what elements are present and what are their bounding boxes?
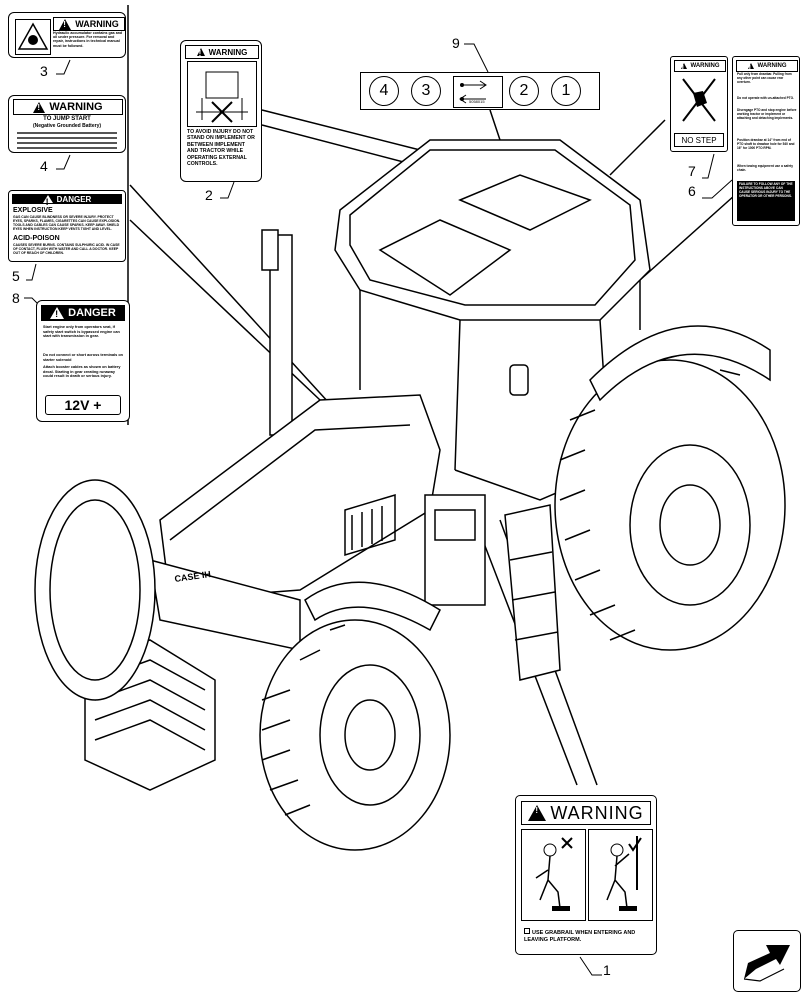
callout-2: 2 [205,187,213,203]
callout-6-leader [702,179,733,199]
decal-1-grabrail-warning: WARNING USE GRABRAIL WHEN ENTERING AND L… [515,795,657,955]
control-number-3: 3 [411,76,441,106]
callout-3: 3 [40,63,48,79]
decal-1-header: WARNING [521,801,651,825]
decal-1-text: USE GRABRAIL WHEN ENTERING AND LEAVING P… [524,928,636,943]
decal-6-header: WARNING [736,60,798,73]
decal-4-header: WARNING [13,99,123,115]
decal-9-part-number: 5058015 [469,99,485,104]
decal-2-header: WARNING [185,45,259,59]
decal-9-control-strip: 4 3 5058015 2 1 [360,72,600,110]
decal-2-text: TO AVOID INJURY DO NOT STAND ON IMPLEMEN… [187,129,255,168]
decal-2-implement-warning: WARNING TO AVOID INJURY DO NOT STAND ON … [180,40,262,182]
decal-8-starting-danger: DANGER Start engine only from operators … [36,300,130,422]
decal-4-title: TO JUMP START [43,116,91,122]
decal-8-header: DANGER [41,305,125,321]
decal-6-bullet-1: Pull only from drawbar. Pulling from any… [737,72,792,84]
decal-4-fine-print [17,132,117,152]
bullet-square-icon [524,928,530,934]
danger-triangle-icon [50,307,65,319]
callout-7-leader [702,153,715,179]
warning-triangle-icon [33,101,46,113]
control-number-4: 4 [369,76,399,106]
control-number-2: 2 [509,76,539,106]
callout-7: 7 [688,163,696,179]
warning-triangle-icon [59,18,72,30]
decal-6-bullet-4: Position drawbar at 14" from end of PTO … [737,138,795,150]
decal-8-bullet-1: Start engine only from operators seat, i… [43,325,120,339]
decal-5-explosive-label: EXPLOSIVE [13,207,53,214]
callout-1: 1 [603,962,611,978]
decal-7-no-step: WARNING NO STEP [670,56,728,152]
decal-3-hydraulic-warning: WARNING Hydraulic accumulator contains g… [8,12,126,58]
control-number-1: 1 [551,76,581,106]
decal-5-explosive-text: GAS CAN CAUSE BLINDNESS OR SEVERE INJURY… [13,215,121,231]
callout-4: 4 [40,158,48,174]
callout-1-leader [579,956,602,976]
pressure-hazard-icon [15,19,51,55]
no-step-pictogram [677,73,721,127]
callout-3-leader [56,59,71,75]
decal-8-bullet-3: Attach booster cables as shown on batter… [43,365,121,379]
lever-pictogram [453,76,503,108]
warning-triangle-icon [528,805,547,821]
callout-2-leader [220,181,235,199]
decal-7-header: WARNING [674,60,726,73]
callout-4-leader [56,154,71,170]
callout-9: 9 [452,35,460,51]
decal-6-bullet-2: Do not operate with un-attached PTO. [737,96,794,100]
decal-3-text: Hydraulic accumulator contains gas and o… [53,31,123,48]
warning-triangle-icon [196,48,205,58]
decal-5-battery-danger: DANGER EXPLOSIVE GAS CAN CAUSE BLINDNESS… [8,190,126,262]
decal-4-jump-start-warning: WARNING TO JUMP START (Negative Grounded… [8,95,126,153]
decal-6-footer: FAILURE TO FOLLOW ANY OF THE INSTRUCTION… [737,181,795,221]
callout-8: 8 [12,290,20,306]
decal-4-subtitle: (Negative Grounded Battery) [32,123,102,129]
callout-9-leader [464,43,489,73]
warning-triangle-icon [680,63,687,73]
view-direction-arrow-icon [733,930,801,992]
incorrect-entry-pictogram [521,829,586,921]
decal-7-footer: NO STEP [674,133,724,147]
decal-8-bullet-2: Do not connect or short across terminals… [43,353,123,362]
crush-hazard-pictogram [187,61,257,127]
decal-5-acid-text: CAUSES SEVERE BURNS. CONTAINS SULPHURIC … [13,243,120,255]
decal-5-header: DANGER [12,194,122,207]
decal-5-acid-label: ACID-POISON [13,235,60,242]
callout-6: 6 [688,183,696,199]
decal-6-pto-warning: WARNING Pull only from drawbar. Pulling … [732,56,800,226]
warning-triangle-icon [747,63,754,73]
callout-5: 5 [12,268,20,284]
decal-3-header: WARNING [53,17,125,31]
decal-6-bullet-3: Disengage PTO and stop engine before wor… [737,108,797,120]
danger-triangle-icon [42,195,53,207]
decal-8-footer: 12V + [45,395,121,415]
decal-6-bullet-5: When towing equipment use a safety chain… [737,164,793,172]
callout-5-leader [26,263,37,281]
correct-entry-pictogram [588,829,653,921]
